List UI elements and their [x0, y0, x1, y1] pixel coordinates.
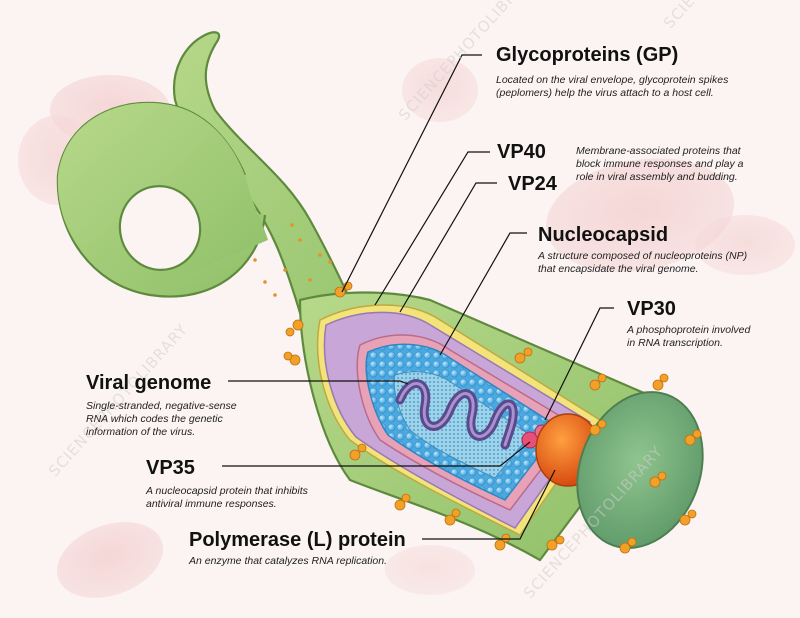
leader-vp24 [399, 182, 497, 313]
glycoproteins-title: Glycoproteins (GP) [496, 44, 679, 66]
background-blobs [18, 58, 795, 598]
viral-genome-desc: Single-stranded, negative-sense RNA whic… [86, 400, 237, 438]
nucleocapsid-desc: A structure composed of nucleoproteins (… [538, 250, 748, 275]
label-vp35: VP35 A nucleocapsid protein that inhibit… [146, 457, 308, 511]
label-viral-genome: Viral genome Single-stranded, negative-s… [86, 372, 237, 439]
vp30-title: VP30 [627, 298, 676, 320]
nucleocapsid-title: Nucleocapsid [538, 224, 669, 246]
leader-genome [228, 380, 409, 385]
leader-polymerase [422, 469, 556, 540]
polymerase-desc: An enzyme that catalyzes RNA replication… [189, 555, 388, 567]
vp30-desc: A phosphoprotein involved in RNA transcr… [627, 324, 751, 349]
envelope-dots [253, 223, 332, 297]
label-vp30: VP30 A phosphoprotein involved in RNA tr… [627, 298, 750, 350]
label-glycoproteins: Glycoproteins (GP) Located on the viral … [496, 44, 728, 100]
vp40-title: VP40 [497, 141, 546, 163]
glycoproteins-desc: Located on the viral envelope, glycoprot… [496, 74, 729, 99]
label-vp40: VP40 [497, 141, 546, 163]
vp40-desc: Membrane-associated proteins that block … [576, 145, 744, 183]
leader-lines [222, 54, 614, 540]
vp35-desc: A nucleocapsid protein that inhibits ant… [146, 485, 308, 510]
virion-end-cap [576, 391, 704, 549]
leader-vp35 [222, 441, 531, 467]
leader-gp [341, 54, 482, 293]
glycoprotein-spikes [283, 281, 702, 554]
label-vp24: VP24 [508, 173, 557, 195]
leader-vp30 [544, 307, 614, 421]
label-nucleocapsid: Nucleocapsid A structure composed of nuc… [538, 224, 747, 276]
polymerase-title: Polymerase (L) protein [189, 529, 406, 551]
viral-genome-title: Viral genome [86, 372, 212, 394]
leader-vp40 [374, 151, 490, 306]
leader-nucleocapsid [439, 232, 527, 356]
vp35-title: VP35 [146, 457, 195, 479]
label-polymerase: Polymerase (L) protein An enzyme that ca… [189, 529, 406, 568]
vp24-title: VP24 [508, 173, 557, 195]
